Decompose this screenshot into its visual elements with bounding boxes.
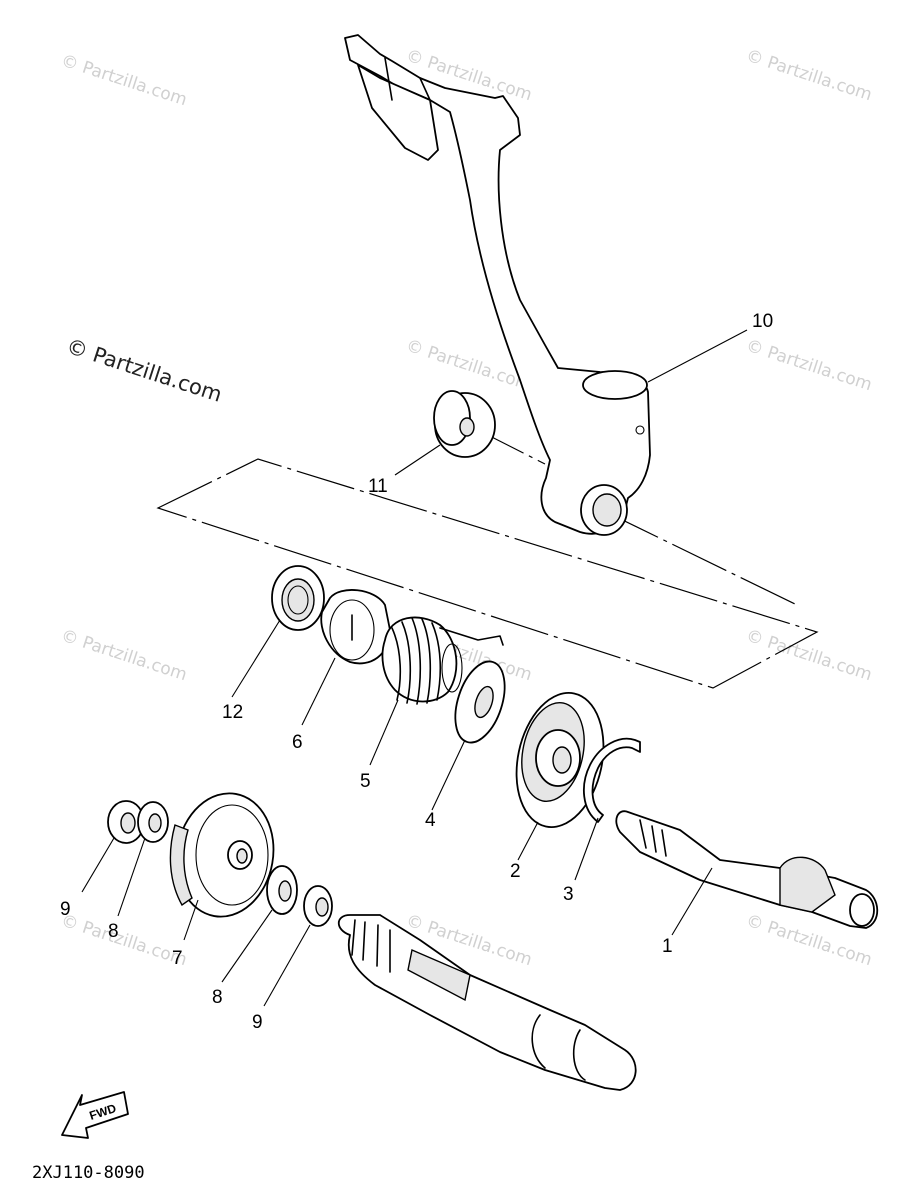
leader-5 [369, 699, 399, 766]
watermark-primary: © Partzilla.com [63, 334, 225, 407]
fwd-arrow-badge: FWD [61, 1091, 129, 1139]
assembly-plane-outline [156, 458, 819, 689]
shaft-spline-band [407, 949, 471, 1002]
washer-part-4 [454, 660, 506, 744]
ratchet-gear-part-2 [515, 692, 605, 828]
shaft-splines [351, 919, 391, 973]
spring-coil [391, 627, 402, 701]
spring-hook [439, 627, 504, 646]
washer-hole [278, 880, 292, 902]
axle-splines [639, 819, 667, 857]
spline-teeth [592, 493, 622, 527]
lever-boss-top [582, 370, 648, 400]
spring-coil [411, 617, 422, 705]
spring-coil [431, 622, 442, 701]
diagram-code: 2XJ110-8090 [32, 1163, 145, 1183]
collar-hole [459, 417, 475, 437]
washer-hole [148, 813, 162, 833]
label-part-5: 5 [360, 771, 371, 792]
spring-coil [401, 621, 412, 704]
watermark: © Partzilla.com [743, 336, 874, 396]
guide-body [320, 589, 391, 665]
axle-gear-teeth [779, 856, 836, 913]
lower-shaft [337, 914, 637, 1091]
seal-lip [287, 585, 309, 615]
kick-axle-part-1 [615, 810, 879, 929]
watermark: © Partzilla.com [58, 626, 189, 686]
label-part-12: 12 [222, 702, 243, 723]
leader-lines [81, 329, 748, 1007]
leader-9-left [81, 837, 115, 893]
gear-face [195, 804, 269, 906]
leader-7 [183, 899, 199, 941]
gear-teeth [169, 824, 193, 907]
circlip-ring [583, 737, 641, 823]
leader-6 [301, 657, 336, 726]
circlip-hole [120, 812, 136, 834]
washer-part-8-right [266, 865, 298, 915]
guide-face [329, 599, 375, 661]
leader-1 [671, 867, 713, 936]
circlip-part-9-right [303, 885, 333, 927]
idle-gear-part-7 [169, 792, 275, 918]
lever-body [344, 34, 651, 535]
collar-part-11 [433, 390, 496, 458]
label-part-6: 6 [292, 732, 303, 753]
leader-8-left [117, 837, 146, 917]
watermark: © Partzilla.com [743, 626, 874, 686]
watermark: © Partzilla.com [743, 46, 874, 106]
oil-seal-part-12 [271, 565, 325, 631]
torsion-spring-part-5 [381, 616, 504, 705]
washer-part-8-left [137, 801, 169, 843]
leader-2 [517, 821, 539, 861]
axle-end [849, 893, 875, 927]
label-part-10: 10 [752, 311, 773, 332]
circlip-part-9-left [107, 800, 145, 844]
spring-guide-part-6 [320, 589, 391, 665]
leader-4 [431, 739, 466, 811]
leader-3 [574, 817, 599, 881]
spring-coil [421, 618, 432, 704]
label-part-8-right: 8 [212, 987, 223, 1008]
label-part-9-right: 9 [252, 1012, 263, 1033]
label-part-1: 1 [662, 936, 673, 957]
lever-pin-hole [635, 425, 645, 435]
axle-shaft [615, 810, 879, 929]
label-part-7: 7 [172, 948, 183, 969]
gear-bore [236, 848, 248, 864]
lever-edge [384, 57, 431, 101]
leader-12 [231, 619, 281, 698]
fwd-arrow-icon [61, 1091, 129, 1139]
shaft-step [531, 1014, 546, 1069]
ratchet-spline [552, 746, 572, 774]
leader-10 [647, 329, 748, 383]
spring-end-loop [441, 643, 463, 693]
axis-line [603, 510, 796, 605]
label-part-9-left: 9 [60, 899, 71, 920]
circlip-hole [315, 897, 329, 917]
label-part-4: 4 [425, 810, 436, 831]
leader-8-right [221, 909, 273, 983]
watermark: © Partzilla.com [58, 51, 189, 111]
part-labels: 10 11 12 6 5 4 2 3 1 9 8 7 8 9 [60, 311, 773, 1033]
leader-11 [394, 444, 441, 476]
circlip-part-3 [583, 737, 641, 823]
seal-inner [281, 578, 315, 622]
label-part-11: 11 [368, 476, 388, 497]
washer-hole [474, 685, 494, 719]
leader-9-right [263, 924, 311, 1007]
label-part-8-left: 8 [108, 921, 119, 942]
shaft-step [572, 1029, 586, 1081]
label-part-2: 2 [510, 861, 521, 882]
watermark: © Partzilla.com [58, 911, 189, 971]
label-part-3: 3 [563, 884, 574, 905]
kick-crank-lever [344, 34, 651, 536]
